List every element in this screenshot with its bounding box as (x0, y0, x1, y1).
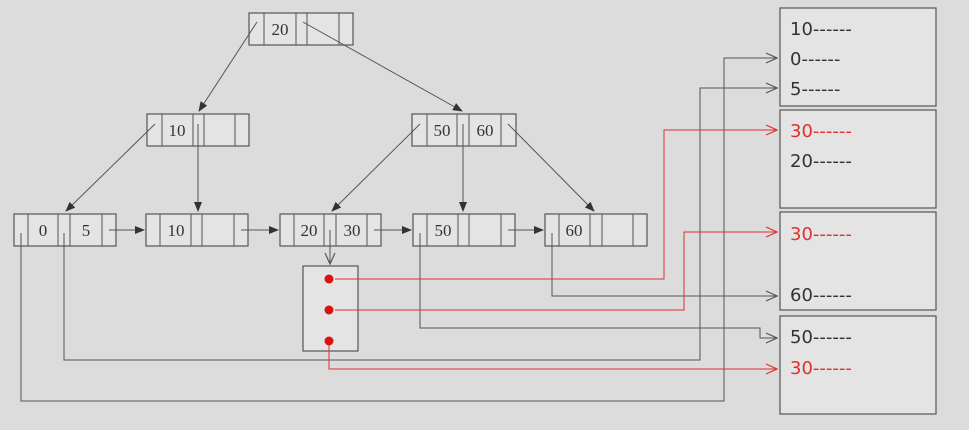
pointer-dot-1 (324, 274, 334, 284)
record-30-highlight: 30------ (790, 358, 852, 379)
record-50: 50------ (790, 327, 852, 348)
leaf-key-30: 30 (344, 221, 361, 240)
record-30-highlight: 30------ (790, 121, 852, 142)
record-block-3: 30------ 60------ (779, 211, 937, 311)
leaf-key-20: 20 (301, 221, 318, 240)
record-block-2: 30------ 20------ (779, 109, 937, 209)
leaf-key-50: 50 (435, 221, 452, 240)
leaf-key-5: 5 (82, 221, 91, 240)
record-5: 5------ (790, 79, 840, 100)
internal-node-right: 50 60 (411, 113, 517, 147)
leaf-key-10: 10 (168, 221, 185, 240)
record-30-highlight: 30------ (790, 224, 852, 245)
highlight-pointers (328, 130, 777, 369)
record-block-4: 50------ 30------ (779, 315, 937, 415)
internal-key-50: 50 (434, 121, 451, 140)
leaf-node-4: 50 (412, 213, 516, 247)
root-key-20: 20 (272, 20, 289, 39)
leaf-key-60: 60 (566, 221, 583, 240)
record-0: 0------ (790, 49, 840, 70)
pointer-dot-2 (324, 305, 334, 315)
leaf-node-5: 60 (544, 213, 648, 247)
root-node: 20 (248, 12, 354, 46)
record-10: 10------ (790, 19, 852, 40)
tree-edges (65, 21, 595, 264)
record-20: 20------ (790, 151, 852, 172)
leaf-node-1: 0 5 (13, 213, 117, 247)
leaf-node-2: 10 (145, 213, 249, 247)
internal-key-10: 10 (169, 121, 186, 140)
record-pointers (20, 58, 777, 402)
record-60: 60------ (790, 285, 852, 306)
record-block-1: 10------ 0------ 5------ (779, 7, 937, 107)
pointer-bucket (302, 265, 359, 352)
internal-key-60: 60 (477, 121, 494, 140)
leaf-key-0: 0 (39, 221, 48, 240)
pointer-dot-3 (324, 336, 334, 346)
